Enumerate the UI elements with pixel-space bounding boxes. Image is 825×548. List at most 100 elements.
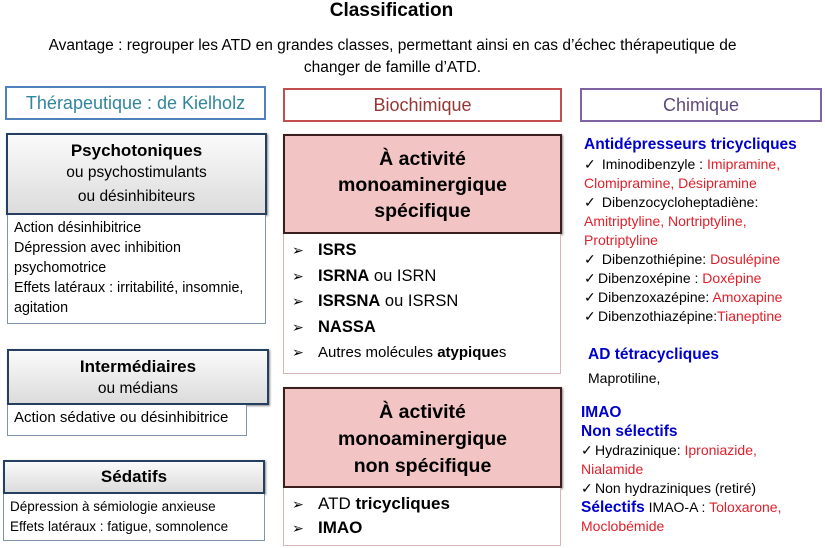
item-rest: s <box>498 344 507 361</box>
psychotoniques-title: Psychotoniques <box>70 141 203 160</box>
sedatifs-desc: Dépression à sémiologie anxieuse Effets … <box>3 494 265 541</box>
chem-drugs: Dosulépine <box>710 251 781 267</box>
imao-title: IMAO <box>581 404 622 421</box>
sedatifs-title: Sédatifs <box>100 467 168 486</box>
item-bold: ISRS <box>318 241 357 259</box>
intermediaires-sub1: ou médians <box>97 380 179 397</box>
chem-drugs: Toloxarone, Moclobémide <box>581 499 782 534</box>
arrow-bullet-icon: ➢ <box>292 267 304 284</box>
chem-label: IMAO-A : <box>644 499 710 515</box>
check-icon: ✓ <box>584 270 596 286</box>
non-specifique-line: non spécifique <box>353 455 492 477</box>
specifique-line: monoaminergique <box>337 174 508 196</box>
chem-drugs: Tianeptine <box>717 308 782 324</box>
chem-item: ✓Hydrazinique: Iproniazide, Nialamide <box>581 441 821 479</box>
list-item: ➢ ISRSNA ou ISRSN <box>292 289 552 315</box>
intermediaires-desc: Action sédative ou désinhibitrice <box>7 405 247 436</box>
tetracycliques-section: AD tétracycliques Maprotiline, <box>588 345 818 388</box>
item-bold: IMAO <box>318 518 363 537</box>
desc-line: Action désinhibitrice <box>14 220 142 236</box>
chem-item: ✓Dibenzoxépine : Doxépine <box>584 269 824 288</box>
list-item: ➢ ISRNA ou ISRN <box>292 264 552 290</box>
column-header-chimique: Chimique <box>580 88 822 122</box>
intermediaires-title: Intermédiaires <box>79 357 197 376</box>
psychotoniques-sub1: ou psychostimulants <box>66 164 207 181</box>
chem-item: Sélectifs IMAO-A : Toloxarone, Moclobémi… <box>581 498 821 536</box>
chem-label: Dibenzothiépine: <box>601 251 711 267</box>
chem-label: Dibenzocycloheptadiène: <box>601 194 759 210</box>
chem-item: ✓Dibenzothiazépine:Tianeptine <box>584 307 824 326</box>
tricycliques-title: Antidépresseurs tricycliques <box>584 136 797 153</box>
chem-label: Dibenzoxazépine: <box>598 289 713 305</box>
desc-line: Dépression à sémiologie anxieuse <box>10 499 216 514</box>
desc-line: Effets latéraux : irritabilité, insomnie… <box>14 280 244 316</box>
arrow-bullet-icon: ➢ <box>292 293 304 309</box>
specifique-line: À activité <box>379 148 466 170</box>
check-icon: ✓ <box>584 308 596 324</box>
check-icon: ✓ <box>584 194 596 210</box>
desc-line: Effets latéraux : fatigue, somnolence <box>10 519 229 534</box>
psychotoniques-sub2: ou désinhibiteurs <box>77 188 196 205</box>
chem-label: Non hydraziniques (retiré) <box>595 480 757 496</box>
item-bold: NASSA <box>318 317 376 336</box>
column-header-therapeutique: Thérapeutique : de Kielholz <box>5 86 266 120</box>
chem-label: Dibenzoxépine : <box>598 270 703 286</box>
arrow-bullet-icon: ➢ <box>292 496 304 512</box>
chem-drugs: Iproniazide, Nialamide <box>581 442 757 477</box>
check-icon: ✓ <box>584 156 596 172</box>
chem-item: ✓ Iminodibenzyle : Imipramine, Clomipram… <box>584 155 824 193</box>
item-rest: ou ISRSN <box>380 292 459 310</box>
chem-item: ✓ Dibenzothiépine: Dosulépine <box>584 250 824 269</box>
selectifs-title: Sélectifs <box>581 499 645 516</box>
subtitle: Avantage : regrouper les ATD en grandes … <box>48 37 737 76</box>
check-icon: ✓ <box>581 442 593 458</box>
non-specifique-list: ➢ ATD tricycliques ➢ IMAO <box>283 488 561 546</box>
arrow-bullet-icon: ➢ <box>292 344 304 360</box>
item-bold: ISRNA <box>318 266 370 285</box>
chem-item: ✓Dibenzoxazépine: Amoxapine <box>584 288 824 307</box>
chem-label: Iminodibenzyle : <box>601 156 707 172</box>
tetracycliques-text: Maprotiline, <box>588 370 661 386</box>
non-specifique-line: À activité <box>379 401 466 423</box>
chem-item: ✓ Dibenzocycloheptadiène: Amitriptyline,… <box>584 193 824 250</box>
column-header-biochimique: Biochimique <box>283 88 562 122</box>
non-specifique-box: À activité monoaminergique non spécifiqu… <box>283 387 562 488</box>
chem-item: ✓Non hydraziniques (retiré) <box>581 479 821 498</box>
chem-drugs: Doxépine <box>702 270 762 286</box>
specifique-list: ➢ ISRS ➢ ISRNA ou ISRN ➢ ISRSNA ou ISRSN ➢ N… <box>283 234 561 374</box>
check-icon: ✓ <box>581 480 593 496</box>
psychotoniques-box: Psychotoniques ou psychostimulants ou dé… <box>6 133 267 215</box>
chem-label: Hydrazinique: <box>595 442 685 458</box>
desc-line: Dépression avec inhibition psychomotrice <box>14 240 181 276</box>
chem-label: Dibenzothiazépine: <box>598 308 718 324</box>
arrow-bullet-icon: ➢ <box>292 242 304 258</box>
chem-drugs: Imipramine, Clomipramine, Désipramine <box>584 156 781 191</box>
desc-line: Action sédative ou désinhibitrice <box>14 409 229 426</box>
list-item: ➢ Autres molécules atypiques <box>292 340 552 366</box>
specifique-line: spécifique <box>374 200 471 222</box>
check-icon: ✓ <box>584 289 596 305</box>
specifique-box: À activité monoaminergique spécifique <box>283 134 562 234</box>
arrow-bullet-icon: ➢ <box>292 318 304 335</box>
item-bold: ISRSNA <box>318 292 381 310</box>
list-item: ➢ ATD tricycliques <box>292 492 552 516</box>
psychotoniques-desc: Action désinhibitrice Dépression avec in… <box>7 215 266 324</box>
imao-section: IMAO Non sélectifs ✓Hydrazinique: Iproni… <box>581 403 821 536</box>
item-pre: Autres molécules <box>318 344 438 361</box>
item-bold: tricycliques <box>355 494 450 513</box>
item-rest: ou ISRN <box>369 266 437 285</box>
sedatifs-box: Sédatifs <box>3 460 265 494</box>
intermediaires-box: Intermédiaires ou médians <box>7 349 269 405</box>
chem-drugs: Amitriptyline, Nortriptyline, Protriptyl… <box>584 213 747 248</box>
tetracycliques-title: AD tétracycliques <box>588 346 719 363</box>
item-bold: atypique <box>437 344 499 361</box>
check-icon: ✓ <box>584 251 596 267</box>
list-item: ➢ ISRS <box>292 238 552 264</box>
tricycliques-section: Antidépresseurs tricycliques ✓ Iminodibe… <box>584 135 824 326</box>
arrow-bullet-icon: ➢ <box>292 520 304 536</box>
page-title: Classification <box>329 0 454 21</box>
item-pre: ATD <box>318 494 356 513</box>
list-item: ➢ NASSA <box>292 315 552 341</box>
non-specifique-line: monoaminergique <box>337 428 508 450</box>
chem-drugs: Amoxapine <box>712 289 783 305</box>
